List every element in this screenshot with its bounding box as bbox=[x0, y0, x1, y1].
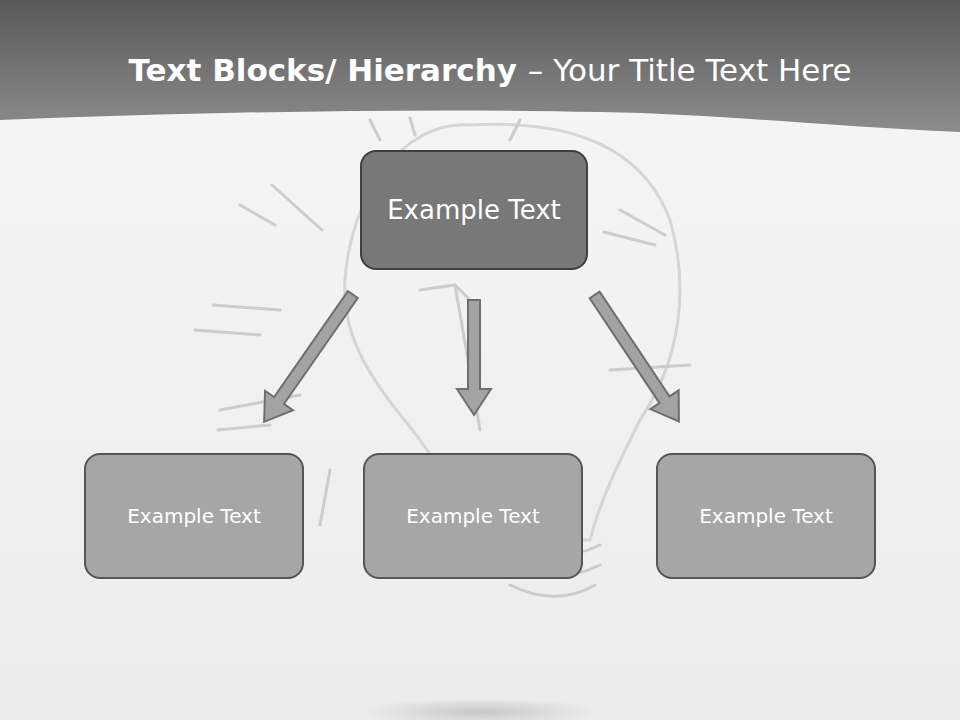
box-label: Example Text bbox=[396, 498, 550, 534]
child-box: Example Text bbox=[363, 453, 583, 579]
child-box: Example Text bbox=[656, 453, 876, 579]
box-label: Example Text bbox=[117, 498, 271, 534]
title-regular-part: – Your Title Text Here bbox=[528, 52, 852, 88]
block-arrow bbox=[264, 291, 358, 422]
floor-shadow bbox=[360, 698, 600, 720]
box-label: Example Text bbox=[377, 189, 571, 231]
block-arrow bbox=[590, 292, 679, 422]
block-arrow bbox=[457, 300, 491, 415]
header-band bbox=[0, 0, 960, 132]
top-box: Example Text bbox=[360, 150, 588, 270]
box-label: Example Text bbox=[689, 498, 843, 534]
slide-title: Text Blocks/ Hierarchy – Your Title Text… bbox=[0, 52, 960, 88]
child-box: Example Text bbox=[84, 453, 304, 579]
title-bold-part: Text Blocks/ Hierarchy bbox=[128, 52, 527, 88]
